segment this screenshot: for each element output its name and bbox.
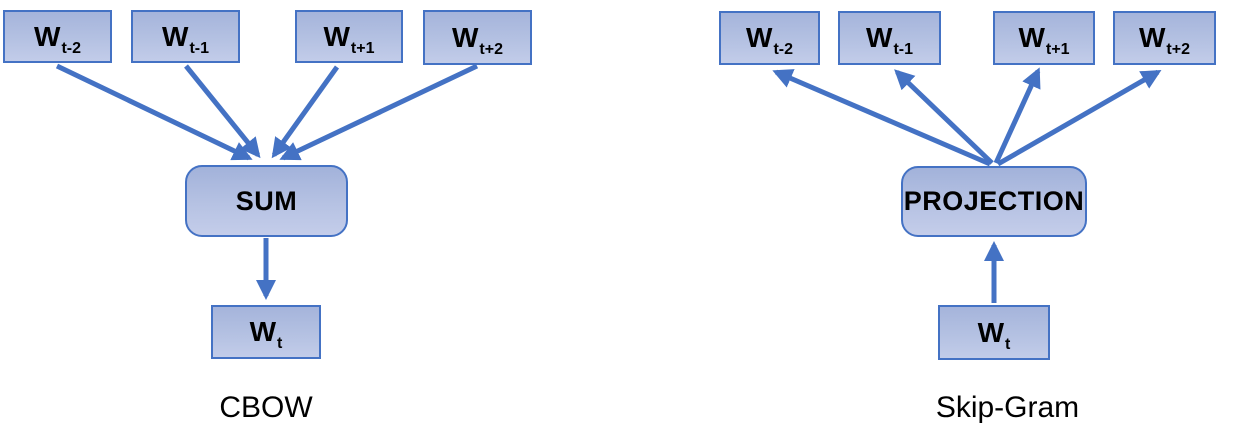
word-subscript: t+1 xyxy=(1045,41,1070,58)
skipgram-caption: Skip-Gram xyxy=(935,391,1080,424)
skipgram-projection-box: PROJECTION xyxy=(901,166,1087,237)
word-subscript: t+2 xyxy=(1166,41,1190,58)
skipgram-arrow-projection-to-wt+2 xyxy=(996,69,1162,167)
cbow-sum-box: SUM xyxy=(185,165,348,237)
word-subscript: t xyxy=(277,335,283,352)
word-symbol: W xyxy=(977,316,1005,348)
word-subscript: t-1 xyxy=(893,41,913,58)
skipgram-arrow-projection-to-wt+1 xyxy=(993,67,1041,165)
word-symbol: W xyxy=(1138,22,1166,53)
word-subscript: t-2 xyxy=(773,41,793,58)
word-symbol: W xyxy=(746,22,773,53)
word-symbol: W xyxy=(866,22,893,53)
projection-label: PROJECTION xyxy=(903,186,1085,216)
skipgram-arrow-projection-to-wt-2 xyxy=(772,69,991,167)
word-symbol: W xyxy=(323,20,350,52)
word-subscript: t+2 xyxy=(479,40,503,58)
cbow-arrow-wt+1-to-sum xyxy=(271,65,340,159)
word-subscript: t-2 xyxy=(61,39,81,57)
cbow-arrow-wt-1-to-sum xyxy=(184,64,261,159)
skipgram-arrow-projection-to-wt-1 xyxy=(894,69,994,165)
sum-label: SUM xyxy=(235,185,298,216)
word-symbol: W xyxy=(451,21,479,53)
cbow-caption: CBOW xyxy=(219,391,313,424)
cbow-arrow-wt+2-to-sum xyxy=(279,63,479,161)
word-symbol: W xyxy=(249,316,277,347)
word-symbol: W xyxy=(162,20,189,52)
cbow-arrow-wt-2-to-sum xyxy=(55,63,253,161)
word-subscript: t xyxy=(1005,335,1011,353)
word-subscript: t+1 xyxy=(350,39,375,57)
word-symbol: W xyxy=(34,20,61,52)
word-symbol: W xyxy=(1018,22,1045,53)
word-subscript: t-1 xyxy=(189,39,209,57)
